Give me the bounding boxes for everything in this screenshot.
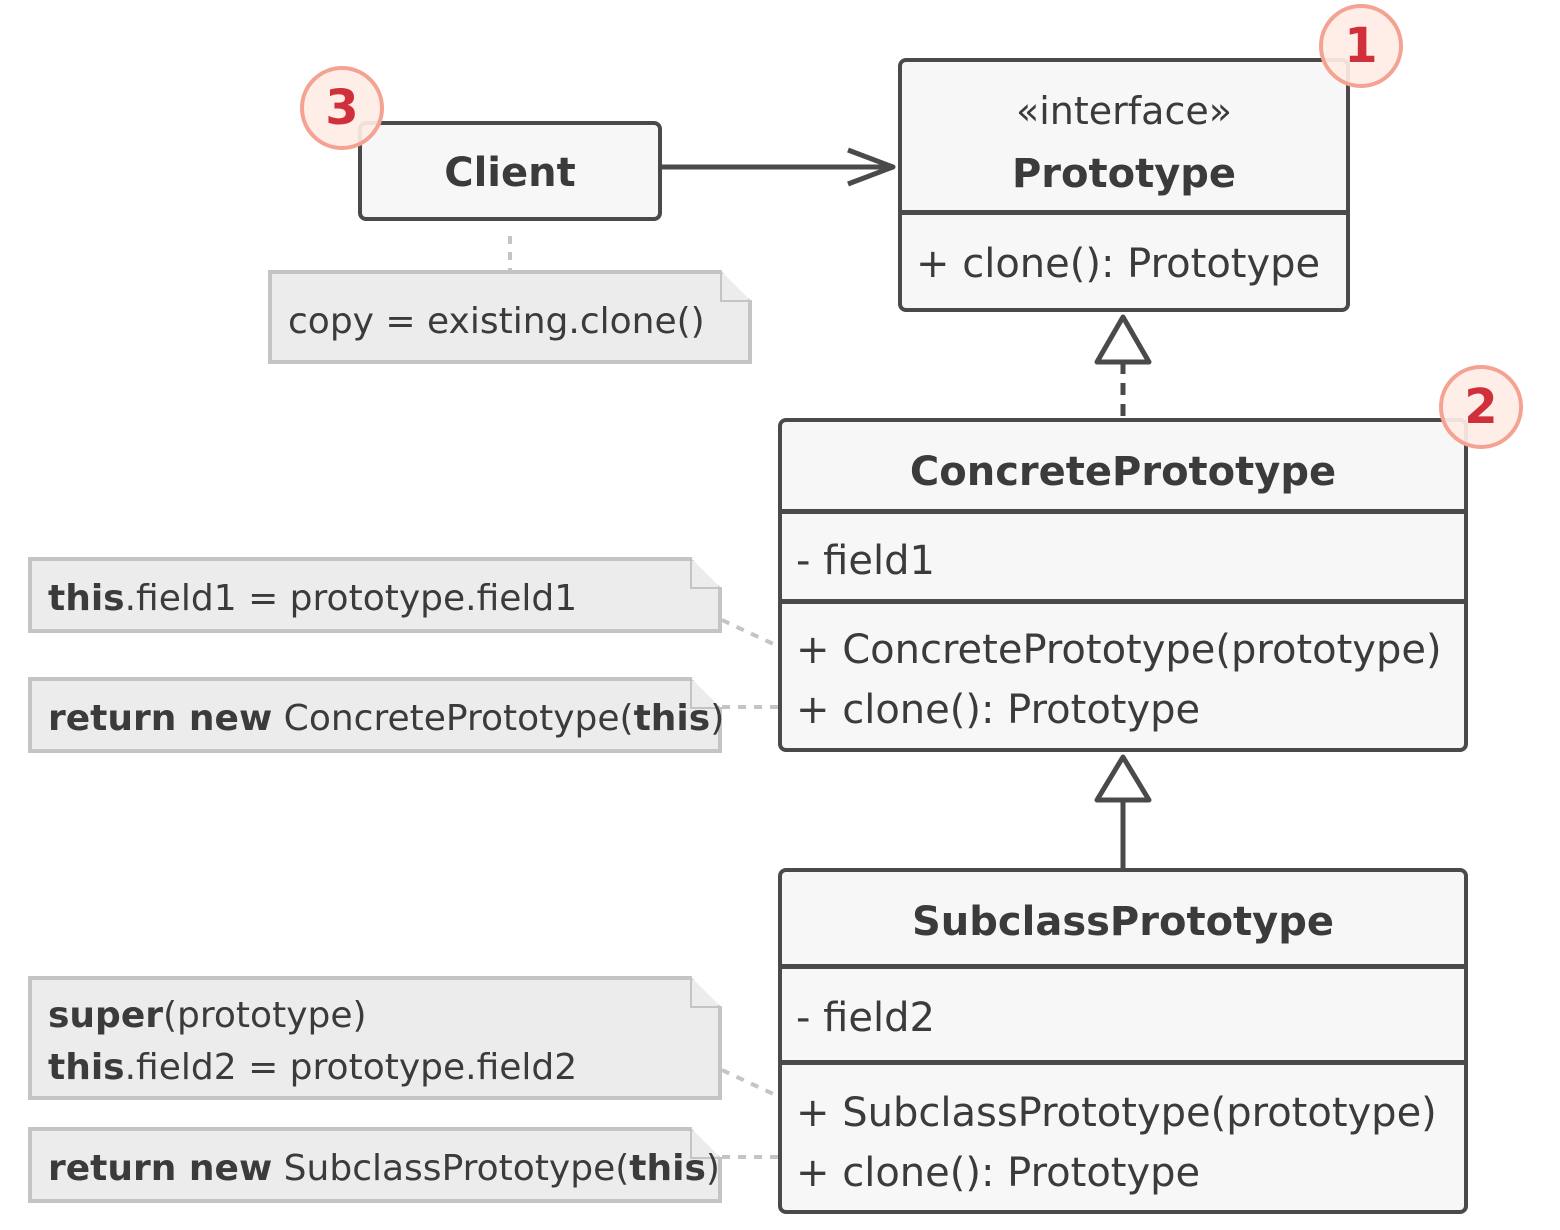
keyword: this [629,1148,706,1189]
prototype-title: Prototype [1011,151,1237,197]
subclass-prototype-class[interactable]: SubclassPrototype - field2 + SubclassPro… [778,868,1468,1214]
note-anchor-lines [508,236,783,1159]
subclass-field: - field2 [796,995,935,1041]
keyword: this [48,1047,125,1088]
generalization-arrow [1094,754,1152,870]
subclass-constructor-note-line-1: super(prototype) [48,998,367,1034]
keyword: return new [48,1148,273,1189]
subclass-divider-2 [782,1060,1464,1065]
concrete-method-constructor: + ConcretePrototype(prototype) [796,627,1442,673]
client-note: copy = existing.clone() [268,270,752,364]
badge-3: 3 [300,66,384,150]
code: SubclassPrototype( [272,1148,630,1189]
prototype-stereotype: «interface» [1016,89,1232,133]
subclass-divider-1 [782,964,1464,969]
concrete-clone-note-text: return new ConcretePrototype(this) [48,701,724,737]
keyword: this [633,698,711,739]
prototype-divider [902,210,1346,215]
concrete-field: - field1 [796,538,935,584]
subclass-constructor-note: super(prototype) this.field2 = prototype… [28,976,722,1100]
code: .field2 = prototype.field2 [124,1047,578,1088]
client-note-text: copy = existing.clone() [288,301,705,342]
code: (prototype) [163,995,367,1036]
code: ) [705,1148,720,1189]
note-fold-icon [690,976,722,1008]
code: .field1 = prototype.field1 [124,578,578,619]
association-arrow [662,147,896,187]
code: ConcretePrototype( [272,698,634,739]
concrete-prototype-class[interactable]: ConcretePrototype - field1 + ConcretePro… [778,418,1468,752]
subclass-method-clone: + clone(): Prototype [796,1150,1201,1196]
realization-arrow [1094,314,1152,420]
concrete-prototype-title: ConcretePrototype [909,449,1337,495]
concrete-clone-note: return new ConcretePrototype(this) [28,677,724,753]
subclass-method-constructor: + SubclassPrototype(prototype) [796,1090,1437,1136]
concrete-constructor-note: this.field1 = prototype.field1 [28,557,722,633]
subclass-prototype-title: SubclassPrototype [911,899,1335,945]
concrete-method-clone: + clone(): Prototype [796,687,1201,733]
note-fold-icon [690,677,722,709]
concrete-divider-1 [782,509,1464,514]
prototype-method-clone: + clone(): Prototype [916,241,1321,287]
keyword: this [48,578,125,619]
subclass-constructor-note-line-2: this.field2 = prototype.field2 [48,1050,577,1086]
badge-2: 2 [1439,365,1523,449]
subclass-clone-note-text: return new SubclassPrototype(this) [48,1151,720,1187]
subclass-clone-note: return new SubclassPrototype(this) [28,1127,722,1203]
concrete-divider-2 [782,599,1464,604]
badge-1: 1 [1319,4,1403,88]
note-fold-icon [690,1127,722,1159]
keyword: return new [48,698,273,739]
prototype-interface[interactable]: «interface» Prototype + clone(): Prototy… [898,58,1350,312]
note-fold-icon [690,557,722,589]
keyword: super [48,995,163,1036]
concrete-constructor-note-text: this.field1 = prototype.field1 [48,581,577,617]
client-title: Client [444,150,576,196]
note-fold-icon [720,270,752,302]
client-class[interactable]: Client [358,121,662,221]
code: ) [710,698,725,739]
